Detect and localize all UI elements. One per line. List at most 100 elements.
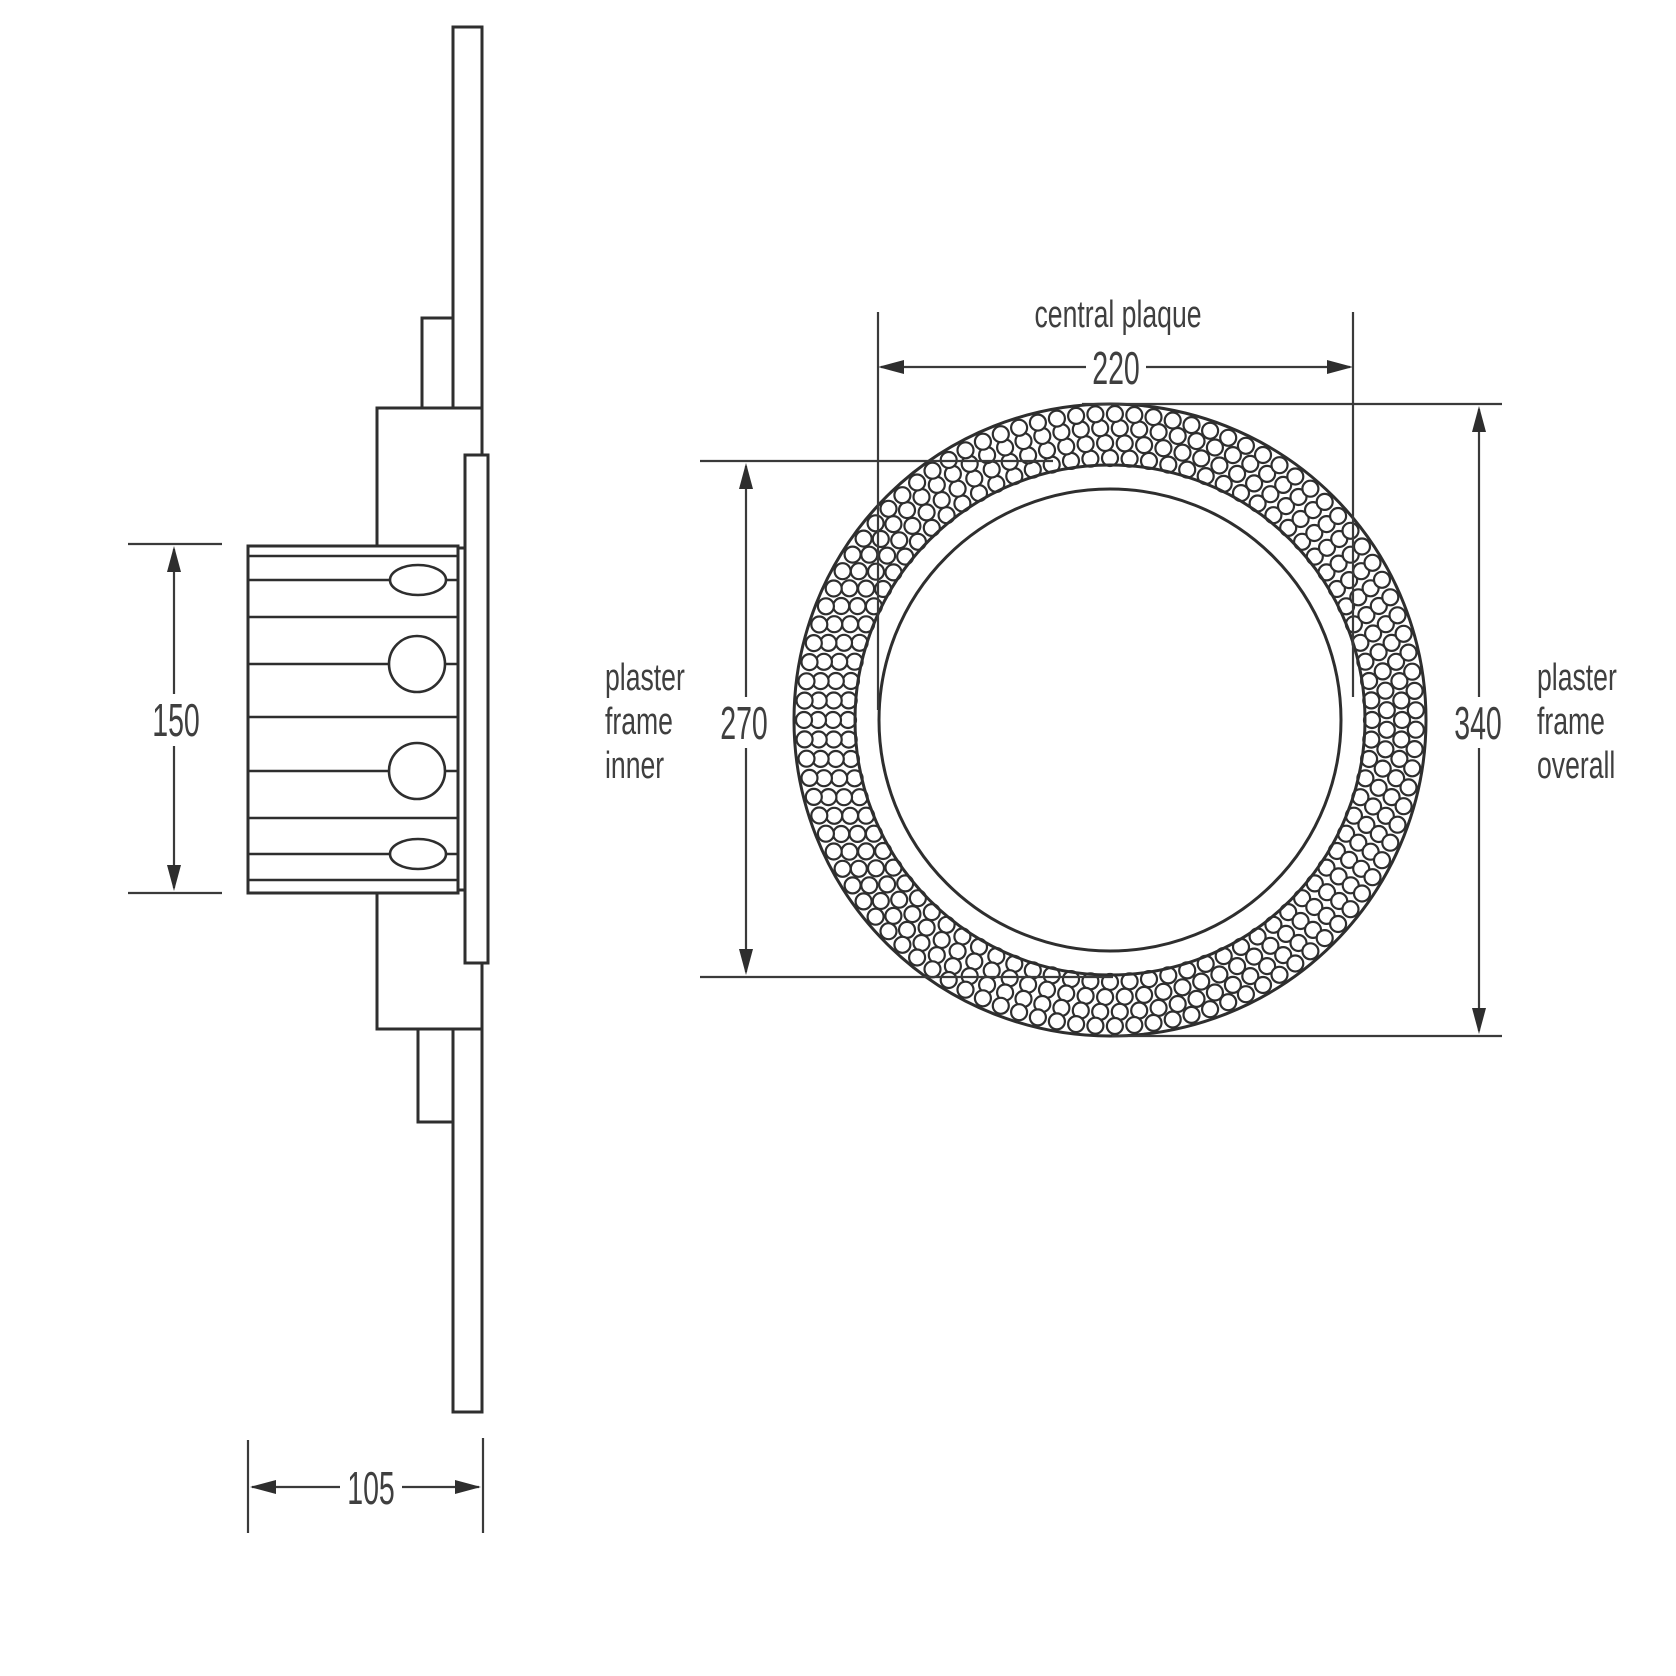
perforation-dot: [1257, 464, 1277, 483]
perforation-dot: [1066, 1014, 1086, 1034]
perforation-dot: [1386, 652, 1406, 671]
perforation-dot: [1182, 1005, 1201, 1025]
perforation-dot: [1301, 479, 1320, 498]
perforation-dot: [1377, 701, 1396, 720]
perforation-dot: [932, 490, 951, 510]
perforation-dot: [1392, 691, 1411, 710]
perforation-dot: [1149, 998, 1168, 1018]
perforation-dot: [1244, 947, 1264, 966]
perforation-dot: [1047, 409, 1067, 428]
perforation-dot: [824, 691, 843, 710]
perforation-dot: [973, 432, 993, 451]
perforation-dot: [843, 545, 862, 564]
perforation-dot: [923, 461, 942, 480]
perforation-dot: [1028, 1008, 1048, 1027]
dim-150-value: 150: [152, 695, 200, 747]
perforation-dot: [1341, 521, 1360, 540]
perforation-dot: [1405, 681, 1424, 701]
perforation-dot: [1270, 965, 1289, 984]
perforation-dot: [1317, 538, 1337, 557]
perforation-dot: [866, 859, 886, 878]
ventilation-hole: [387, 741, 447, 801]
perforation-dot: [1205, 983, 1225, 1002]
perforation-dot: [1305, 523, 1324, 543]
perforation-dot: [879, 499, 898, 518]
perforation-dot: [1376, 681, 1395, 700]
perforation-dot: [823, 710, 843, 730]
perforation-dot: [834, 788, 854, 807]
perforation-dot: [1009, 1003, 1029, 1022]
perforation-dot: [956, 980, 975, 999]
central-plaque-circle: [877, 487, 1343, 953]
dim-220-arrow-right: [1327, 360, 1353, 374]
perforation-dot: [1357, 605, 1376, 625]
perforation-dot: [1134, 436, 1154, 455]
dim-340-arrow-down: [1472, 1008, 1486, 1034]
perforation-dot: [830, 652, 849, 671]
perforation-dot: [939, 970, 958, 990]
perforation-dot: [1386, 769, 1406, 788]
perforation-dot: [948, 942, 967, 961]
perforation-dot: [1115, 987, 1134, 1006]
perforation-dot: [1392, 710, 1412, 730]
plaster-frame-inner-label-line2: frame: [605, 699, 673, 742]
perforation-dot: [1363, 797, 1383, 816]
perforation-dot: [893, 486, 912, 505]
perforation-dot: [1187, 989, 1206, 1009]
perforation-dot: [917, 503, 936, 522]
perforation-dot: [866, 514, 885, 533]
perforation-dot: [797, 672, 816, 691]
perforation-dot: [830, 769, 849, 788]
dim-340-arrow-up: [1472, 406, 1486, 432]
lamp-housing-body: [246, 544, 460, 895]
perforation-dot: [1173, 978, 1192, 997]
perforation-dot: [848, 824, 867, 844]
perforation-dot: [903, 904, 922, 924]
lamp-housing-fins: [246, 544, 460, 895]
perforation-dot: [1154, 982, 1173, 1001]
perforation-dot: [1009, 418, 1029, 437]
perforation-dot: [860, 545, 879, 564]
perforation-dots: [794, 404, 1425, 1036]
perforation-dot: [1241, 454, 1260, 473]
perforation-dot: [1376, 615, 1395, 634]
perforation-dot: [1341, 900, 1360, 919]
perforation-dot: [849, 562, 868, 581]
perforation-dot: [1095, 433, 1115, 453]
perforation-dot: [848, 596, 867, 616]
plaster-frame-inner-label: plaster frame inner: [605, 655, 685, 786]
perforation-dot: [1086, 1016, 1105, 1035]
perforation-dot: [879, 922, 898, 941]
perforation-dot: [893, 935, 912, 954]
perforation-dot: [1236, 985, 1256, 1004]
perforation-dot: [907, 473, 927, 492]
dim-270-arrow-up: [739, 463, 753, 489]
perforation-dot: [1328, 506, 1348, 526]
plaster-frame-overall-label-line1: plaster: [1537, 655, 1617, 698]
perforation-dot: [1173, 443, 1192, 462]
perforation-dot: [1125, 405, 1144, 425]
dim-220-arrow-left: [878, 360, 904, 374]
perforation-dot: [1274, 945, 1293, 965]
central-plaque-edge: [463, 453, 490, 965]
dim-105-arrow-right: [455, 1480, 481, 1494]
perforation-dot: [1329, 554, 1348, 573]
side-section-view: [246, 25, 490, 1414]
perforation-dot: [1105, 1016, 1125, 1036]
perforation-dot: [1291, 509, 1310, 529]
perforation-dot: [1286, 467, 1305, 486]
perforation-dot: [1219, 428, 1238, 447]
perforation-dot: [1339, 850, 1359, 870]
perforation-dot: [826, 749, 845, 769]
perforation-dot: [795, 691, 814, 710]
perforation-dot: [1363, 624, 1383, 643]
perforation-dot: [1200, 1000, 1220, 1019]
perforation-dot: [1399, 778, 1418, 797]
dim-270-value: 270: [720, 698, 768, 750]
perforation-dot: [1373, 759, 1392, 778]
perforation-dot: [1274, 475, 1293, 494]
perforation-dot: [1363, 553, 1382, 572]
dim-150: 150: [128, 542, 222, 895]
perforation-dot: [834, 633, 854, 652]
perforation-dot: [804, 787, 823, 807]
